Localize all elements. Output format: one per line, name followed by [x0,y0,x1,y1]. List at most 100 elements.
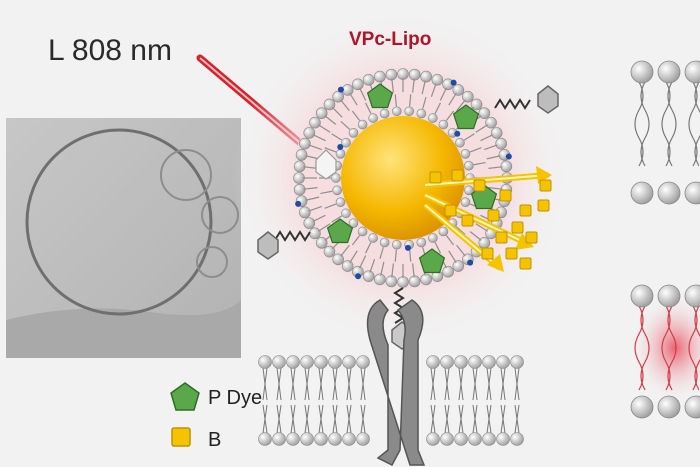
b-square [537,199,550,212]
lipid-head [420,70,432,83]
lipid-head [397,68,409,80]
lipid-tail [324,203,337,209]
lipid-head [416,108,427,119]
lipid-head [357,226,368,237]
lipid-head [416,237,427,248]
membrane-tail [262,367,268,401]
lipid-head [374,273,386,286]
lipid-head [460,197,471,208]
lipid-tail [349,93,358,106]
membrane-head [328,355,342,369]
panel-tail [694,81,700,167]
membrane-tail [444,404,450,434]
lipid-tail [391,263,394,278]
lipid-tail [324,147,337,153]
lipid-head [293,172,305,184]
membrane-tail [332,367,338,401]
membrane-head [258,355,272,369]
lipid-head [464,185,474,196]
lipid-tail [439,87,447,101]
membrane-head [342,355,356,369]
square-icon [171,427,191,447]
panel-head [684,60,700,84]
membrane-tail [276,367,282,401]
legend: P Dye B [170,382,262,451]
lipid-tail [340,99,350,112]
lipid-tail [308,205,323,212]
membrane-head [300,432,314,446]
lipid-head [379,108,390,119]
b-square [451,169,464,182]
membrane-head [482,432,496,446]
lipid-tail [469,231,482,241]
lipid-head [490,127,503,139]
lipid-head [357,119,368,130]
membrane-tail [304,367,310,401]
membrane-head [314,432,328,446]
membrane-tail [430,404,436,434]
lipid-tail [448,250,457,263]
blue-markers [295,79,512,280]
lipid-tail [455,226,466,236]
membrane-head [468,355,482,369]
blue-marker [454,130,461,137]
lipid-head [452,260,465,272]
lipid-tail [349,250,358,263]
dye-pentagon [418,248,446,274]
lipid-tail [318,124,331,133]
panel-tail [688,305,698,391]
membrane-head [426,355,440,369]
membrane-tail [430,367,436,401]
b-square [505,247,518,260]
dye-molecules [315,83,498,274]
membrane-head [272,432,286,446]
panel-head [657,395,681,419]
panel-tail [688,81,698,167]
blue-marker [337,86,344,93]
membrane-tail [360,404,366,434]
panel-tail [661,81,671,167]
lipid-head [464,160,474,171]
lipid-head [332,185,342,196]
panel-head [684,181,700,205]
lipid-head [309,227,321,240]
membrane-head [286,432,300,446]
membrane-tail [486,404,492,434]
lipid-head [470,98,483,111]
blue-marker [355,273,362,280]
lipid-tail [488,187,503,190]
lipid-tail [359,87,367,101]
lipid-head [332,90,344,103]
lipid-tail [469,147,482,153]
laser-label: L 808 nm [48,34,172,67]
membrane-head [314,355,328,369]
lipid-head [362,74,375,86]
membrane-tail [332,404,338,434]
b-square [461,214,474,227]
lipid-head [408,68,421,81]
lipid-tail [394,94,397,107]
lipid-tail [430,83,437,98]
lipid-head [348,218,359,228]
lipid-head [495,137,507,150]
membrane-tail [514,367,520,401]
membrane-head [300,355,314,369]
panel-head [630,181,654,205]
membrane-head [272,355,286,369]
lipid-tail [486,155,501,160]
lipid-head [404,106,414,117]
b-square [487,209,500,222]
lipid-tail [445,235,455,246]
panel-head [657,181,681,205]
blue-marker [295,200,302,207]
lipid-head [500,160,513,173]
membrane-tail [472,367,478,401]
membrane-tail [346,404,352,434]
membrane-head [356,355,370,369]
lipid-tail [488,166,503,169]
lipid-tail [320,190,333,195]
lipid-tail [303,187,318,190]
panel-head [684,284,700,308]
lipid-head [299,206,311,219]
